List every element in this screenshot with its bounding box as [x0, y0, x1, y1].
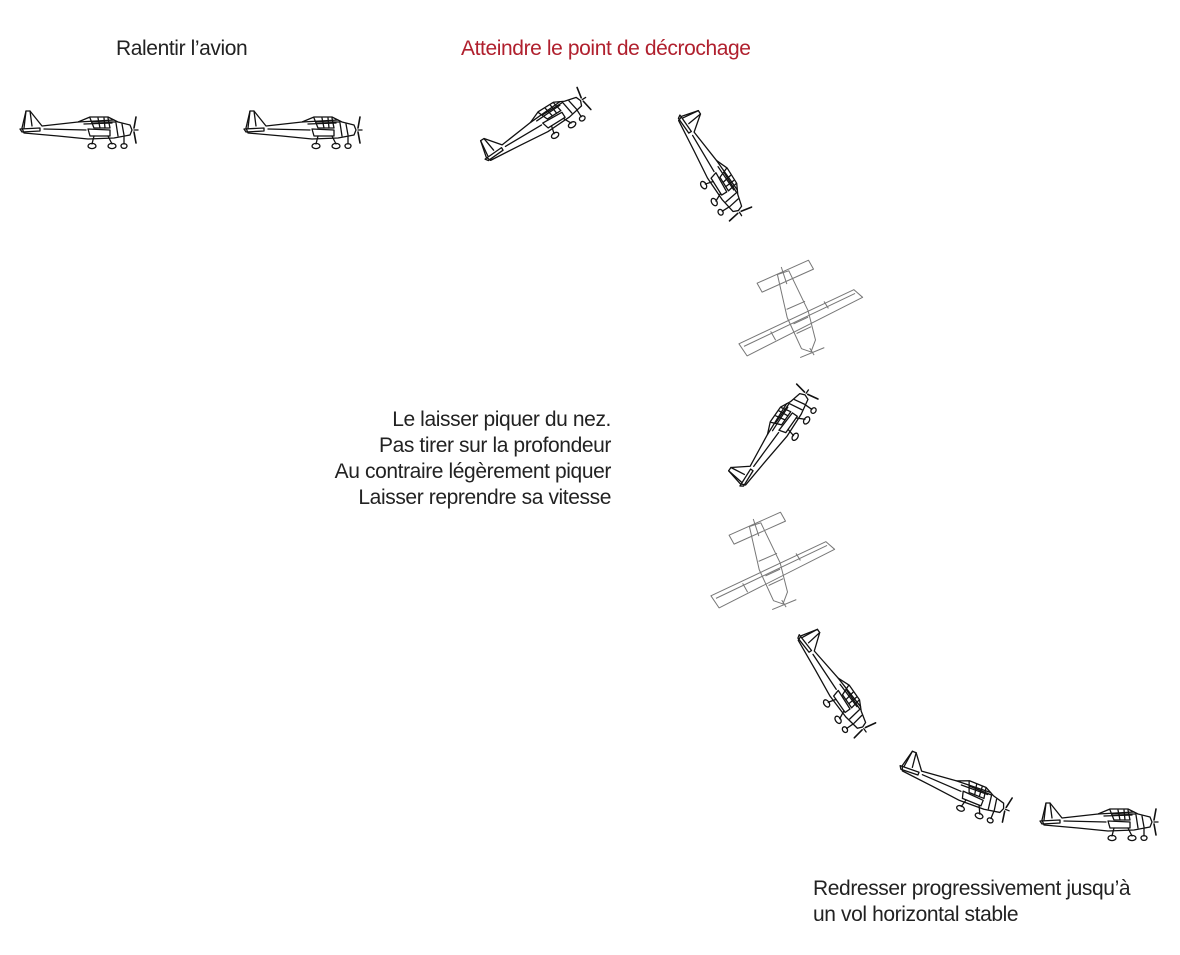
nose-down-line-3: Au contraire légèrement piquer — [334, 460, 612, 483]
nose-down-line-1: Le laisser piquer du nez. — [392, 408, 611, 431]
airplane-side-view-icon — [658, 102, 763, 232]
airplane-side-view-icon — [889, 745, 1021, 834]
airplane-side-view-icon — [722, 374, 831, 502]
airplane-side-view-icon — [18, 108, 142, 154]
label-recover: Redresser progressivement jusqu’à un vol… — [813, 876, 1131, 928]
airplane-side-view-icon — [242, 108, 366, 154]
airplane-side-view-icon — [472, 77, 602, 182]
nose-down-line-4: Laisser reprendre sa vitesse — [358, 486, 611, 509]
label-stall-point: Atteindre le point de décrochage — [461, 37, 751, 60]
airplane-top-view-icon — [716, 243, 880, 381]
recover-line-2: un vol horizontal stable — [813, 903, 1019, 926]
nose-down-line-2: Pas tirer sur la profondeur — [379, 434, 611, 457]
airplane-side-view-icon — [778, 621, 887, 749]
label-nose-down: Le laisser piquer du nez. Pas tirer sur … — [334, 407, 612, 511]
label-slow-down: Ralentir l’avion — [116, 37, 248, 60]
recover-line-1: Redresser progressivement jusqu’à — [813, 877, 1131, 900]
airplane-side-view-icon — [1038, 800, 1162, 846]
airplane-top-view-icon — [688, 495, 852, 633]
